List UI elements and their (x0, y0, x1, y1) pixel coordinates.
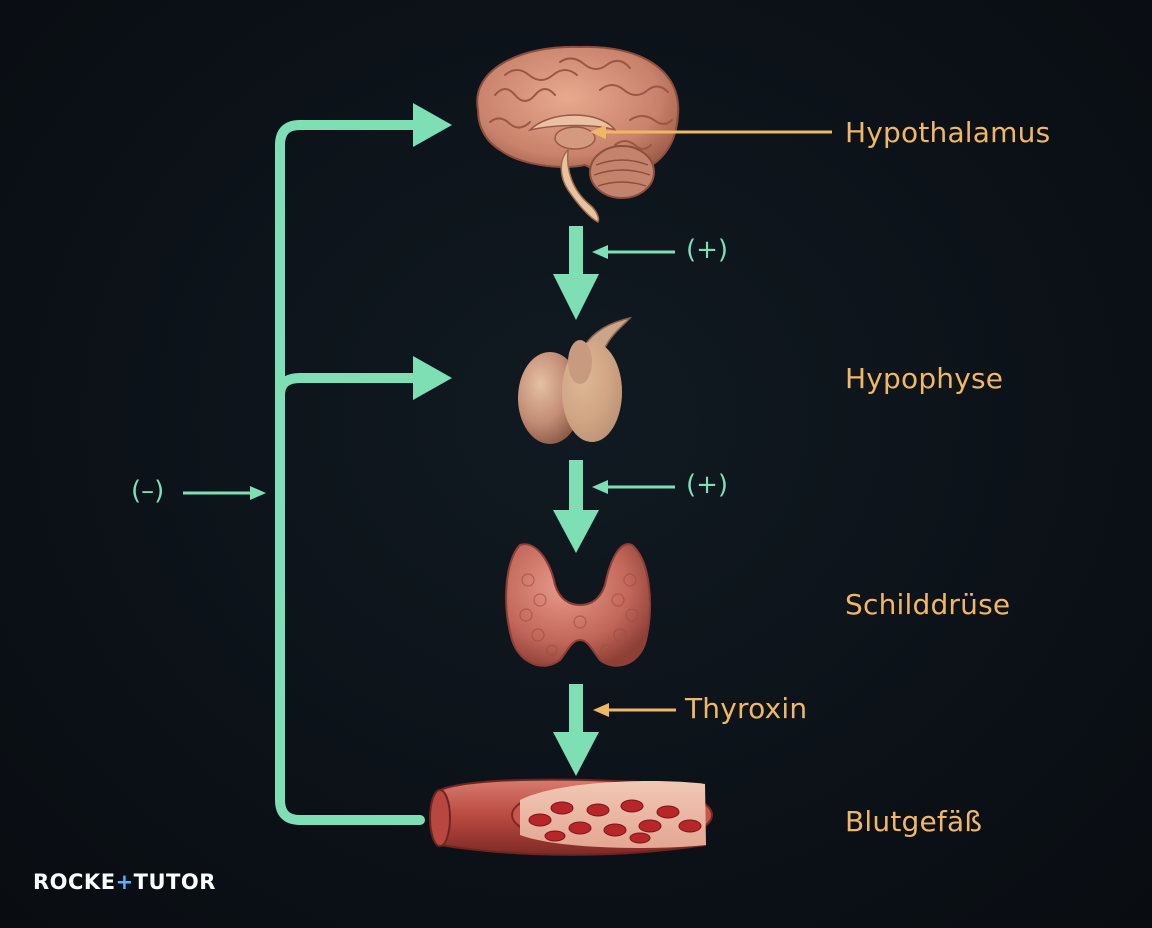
logo-part-3: R (199, 870, 216, 894)
hypophyse-illustration (518, 316, 633, 444)
label-schilddruese: Schilddrüse (845, 588, 1011, 621)
minus-pointer-arrow (183, 486, 266, 500)
feedback-loop (275, 120, 425, 825)
schilddruese-illustration (505, 543, 651, 667)
hypothalamus-pointer-arrow (590, 125, 832, 139)
blutgefaess-illustration (429, 778, 713, 856)
rocketutor-logo: ROCKE+TUTOR (33, 870, 216, 894)
brain-illustration (476, 45, 680, 224)
sign-minus: (–) (131, 476, 165, 506)
sign-plus-1: (+) (686, 235, 729, 265)
label-hypophyse: Hypophyse (845, 362, 1004, 395)
label-hypothalamus: Hypothalamus (845, 116, 1051, 149)
arrowhead-to-hypophyse (413, 356, 452, 400)
arrowhead-to-hypothalamus (413, 103, 452, 147)
label-thyroxin: Thyroxin (685, 692, 808, 725)
thyroxin-pointer-arrow (593, 703, 676, 717)
logo-plus: + (115, 870, 134, 894)
plus-pointer-arrow-2 (592, 480, 675, 494)
down-arrow-1 (553, 226, 599, 320)
logo-part-2: TUTO (133, 870, 200, 894)
plus-pointer-arrow-1 (592, 245, 675, 259)
logo-part-1: ROCKE (33, 870, 116, 894)
sign-plus-2: (+) (686, 470, 729, 500)
down-arrow-2 (553, 460, 599, 553)
down-arrow-3 (553, 684, 599, 776)
label-blutgefaess: Blutgefäß (845, 805, 983, 838)
